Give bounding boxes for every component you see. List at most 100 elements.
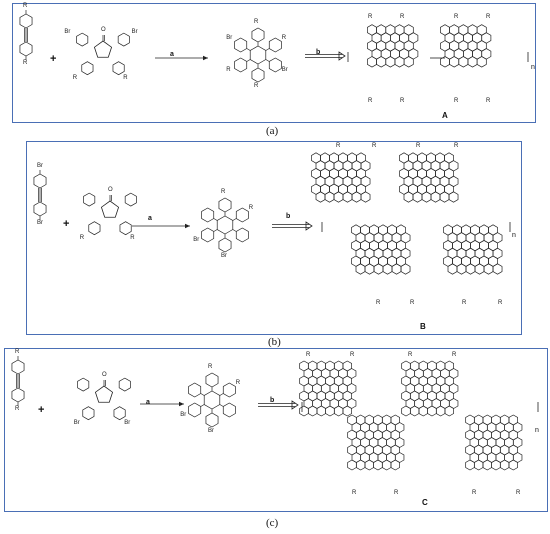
gnr-c-unit-1 <box>299 405 309 417</box>
aryl-ring <box>117 32 130 47</box>
gnr-c-unit-4 <box>508 459 518 471</box>
bond <box>246 48 251 51</box>
edge-substituent-r: R <box>454 98 459 104</box>
gnr-b-unit-1 <box>342 191 353 203</box>
gnr-b-unit-4 <box>474 263 485 275</box>
peripheral-aryl-ring <box>234 37 248 53</box>
step-b-label-a: b <box>316 49 321 56</box>
aryl-ring <box>124 192 137 207</box>
tolane-bottom-substituent: Br <box>37 220 43 226</box>
gnr-c-unit-3 <box>418 405 428 417</box>
n-subscript-c: n <box>535 427 539 434</box>
gnr-b-unit-1 <box>333 191 344 203</box>
gnr-a-unit-2 <box>449 56 460 68</box>
edge-substituent-r: R <box>394 490 399 496</box>
edge-substituent-r: R <box>462 300 467 306</box>
edge-substituent-r: R <box>454 143 459 149</box>
edge-substituent-r: R <box>306 352 311 358</box>
tolane-ring-top <box>11 359 25 375</box>
bond <box>265 59 270 62</box>
gnr-b-unit-4 <box>483 263 494 275</box>
tolane-top-substituent: Br <box>37 163 43 169</box>
peripheral-substituent: R <box>254 83 259 89</box>
bond <box>213 218 218 221</box>
aryl-ring <box>113 406 126 421</box>
central-benzene <box>249 45 267 65</box>
edge-substituent-r: R <box>486 98 491 104</box>
gnr-c-unit-2 <box>355 459 366 471</box>
tolane-ring-bottom <box>19 41 33 57</box>
peripheral-substituent: R <box>221 189 226 195</box>
gnr-c-unit-1 <box>307 405 318 417</box>
aryl-substituent: R <box>72 75 78 82</box>
plus-sign-c: + <box>38 404 45 416</box>
aryl-ring <box>81 61 94 76</box>
peripheral-aryl-ring <box>205 372 219 388</box>
gnr-a-unit-1 <box>385 56 396 68</box>
gnr-b-unit-2 <box>439 191 450 203</box>
edge-substituent-r: R <box>408 352 413 358</box>
peripheral-aryl-ring <box>205 412 219 428</box>
gnr-b-unit-3 <box>382 263 393 275</box>
gnr-a-unit-1 <box>367 56 377 68</box>
aryl-substituent: R <box>79 235 85 242</box>
aryl-substituent: Br <box>124 420 131 427</box>
gnr-c-unit-1 <box>333 405 344 417</box>
peripheral-aryl-ring <box>268 37 282 53</box>
tolane-ring-bottom <box>11 387 25 403</box>
gnr-b-unit-4 <box>465 263 476 275</box>
peripheral-substituent: Br <box>180 412 187 418</box>
gnr-b-unit-1 <box>351 191 362 203</box>
step-a-label-a: a <box>170 51 174 58</box>
arrow-step-b-c-head <box>291 400 299 410</box>
gnr-c-unit-1 <box>325 405 335 417</box>
peripheral-aryl-ring <box>222 402 236 418</box>
gnr-b-unit-2 <box>412 191 423 203</box>
step-b-label-c: b <box>270 397 275 404</box>
gnr-b-unit-1 <box>360 191 371 203</box>
tolane-bottom-substituent: R <box>15 406 20 412</box>
gnr-c-unit-3 <box>444 405 454 417</box>
central-benzene <box>203 390 221 410</box>
gnr-a-unit-1 <box>403 56 414 68</box>
carbonyl-oxygen: O <box>102 372 107 378</box>
peripheral-aryl-ring <box>218 237 232 253</box>
caption-b: (b) <box>268 336 281 348</box>
gnr-c-unit-3 <box>427 405 437 417</box>
edge-substituent-r: R <box>368 14 373 20</box>
arrow-step-b-b-head <box>305 221 313 231</box>
edge-substituent-r: R <box>376 300 381 306</box>
gnr-b-unit-4 <box>447 263 458 275</box>
edge-substituent-r: R <box>472 490 477 496</box>
gnr-b-unit-1 <box>315 191 326 203</box>
bond <box>265 48 270 51</box>
aryl-substituent: Br <box>73 420 80 427</box>
tolane-top-substituent: R <box>15 349 20 355</box>
peripheral-aryl-ring <box>201 207 215 223</box>
n-subscript-a: n <box>531 64 535 71</box>
gnr-c-unit-2 <box>373 459 383 471</box>
edge-substituent-r: R <box>368 98 373 104</box>
product-label-a: A <box>442 111 448 120</box>
edge-substituent-r: R <box>350 352 355 358</box>
gnr-b-unit-2 <box>430 191 441 203</box>
gnr-b-unit-4 <box>492 263 503 275</box>
peripheral-substituent: Br <box>221 253 227 259</box>
peripheral-aryl-ring <box>222 382 236 398</box>
product-label-c: C <box>422 498 428 507</box>
bond <box>200 404 205 407</box>
gnr-c-unit-4 <box>491 459 501 471</box>
bond <box>200 393 205 396</box>
bond <box>213 229 218 232</box>
peripheral-substituent: Br <box>208 428 214 434</box>
arrow-step-a-b-head <box>185 223 190 229</box>
peripheral-substituent: R <box>248 205 254 211</box>
edge-substituent-r: R <box>452 352 457 358</box>
edge-substituent-r: R <box>372 143 377 149</box>
gnr-a-unit-1 <box>394 56 405 68</box>
gnr-a-unit-2 <box>458 56 469 68</box>
gnr-c-unit-1 <box>342 405 352 417</box>
tolane-ring-top <box>19 13 33 29</box>
bond <box>219 404 224 407</box>
central-benzene <box>216 215 234 235</box>
